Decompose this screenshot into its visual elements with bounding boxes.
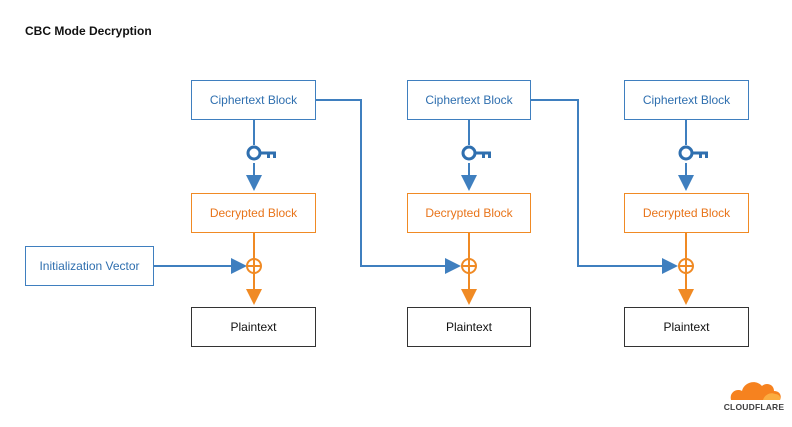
key-icon — [246, 145, 278, 161]
plaintext-block-1: Plaintext — [191, 307, 316, 347]
cloudflare-logo: CLOUDFLARE — [724, 382, 785, 412]
plaintext-block-2: Plaintext — [407, 307, 531, 347]
column-2-connectors — [461, 99, 678, 305]
decrypted-block-2: Decrypted Block — [407, 193, 531, 233]
key-icon — [678, 145, 710, 161]
column-1-connectors — [154, 99, 461, 305]
diagram-title: CBC Mode Decryption — [25, 24, 152, 38]
xor-icon — [246, 258, 262, 274]
svg-text:CLOUDFLARE: CLOUDFLARE — [724, 402, 785, 412]
initialization-vector: Initialization Vector — [25, 246, 154, 286]
decrypted-block-3: Decrypted Block — [624, 193, 749, 233]
ciphertext-block-2: Ciphertext Block — [407, 80, 531, 120]
key-icon — [461, 145, 493, 161]
decrypted-block-1: Decrypted Block — [191, 193, 316, 233]
ciphertext-block-1: Ciphertext Block — [191, 80, 316, 120]
xor-icon — [678, 258, 694, 274]
ciphertext-block-3: Ciphertext Block — [624, 80, 749, 120]
xor-icon — [461, 258, 477, 274]
plaintext-block-3: Plaintext — [624, 307, 749, 347]
